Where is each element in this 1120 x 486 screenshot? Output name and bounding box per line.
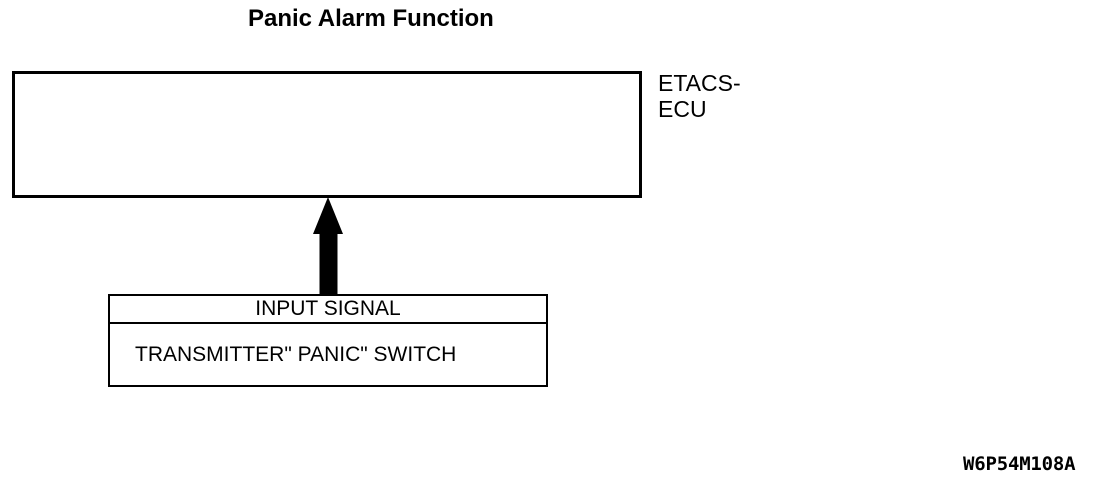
diagram-title: Panic Alarm Function: [248, 5, 494, 32]
up-arrow-icon: [313, 197, 343, 297]
input-signal-header: INPUT SIGNAL: [110, 296, 546, 324]
etacs-ecu-label: ETACS- ECU: [658, 70, 741, 122]
transmitter-panic-switch-label: TRANSMITTER" PANIC" SWITCH: [135, 342, 457, 366]
etacs-ecu-box: [12, 71, 642, 198]
etacs-ecu-label-line1: ETACS-: [658, 70, 741, 96]
input-signal-box: INPUT SIGNAL TRANSMITTER" PANIC" SWITCH: [108, 294, 548, 387]
etacs-ecu-label-line2: ECU: [658, 96, 707, 122]
figure-code: W6P54M108A: [963, 453, 1076, 475]
